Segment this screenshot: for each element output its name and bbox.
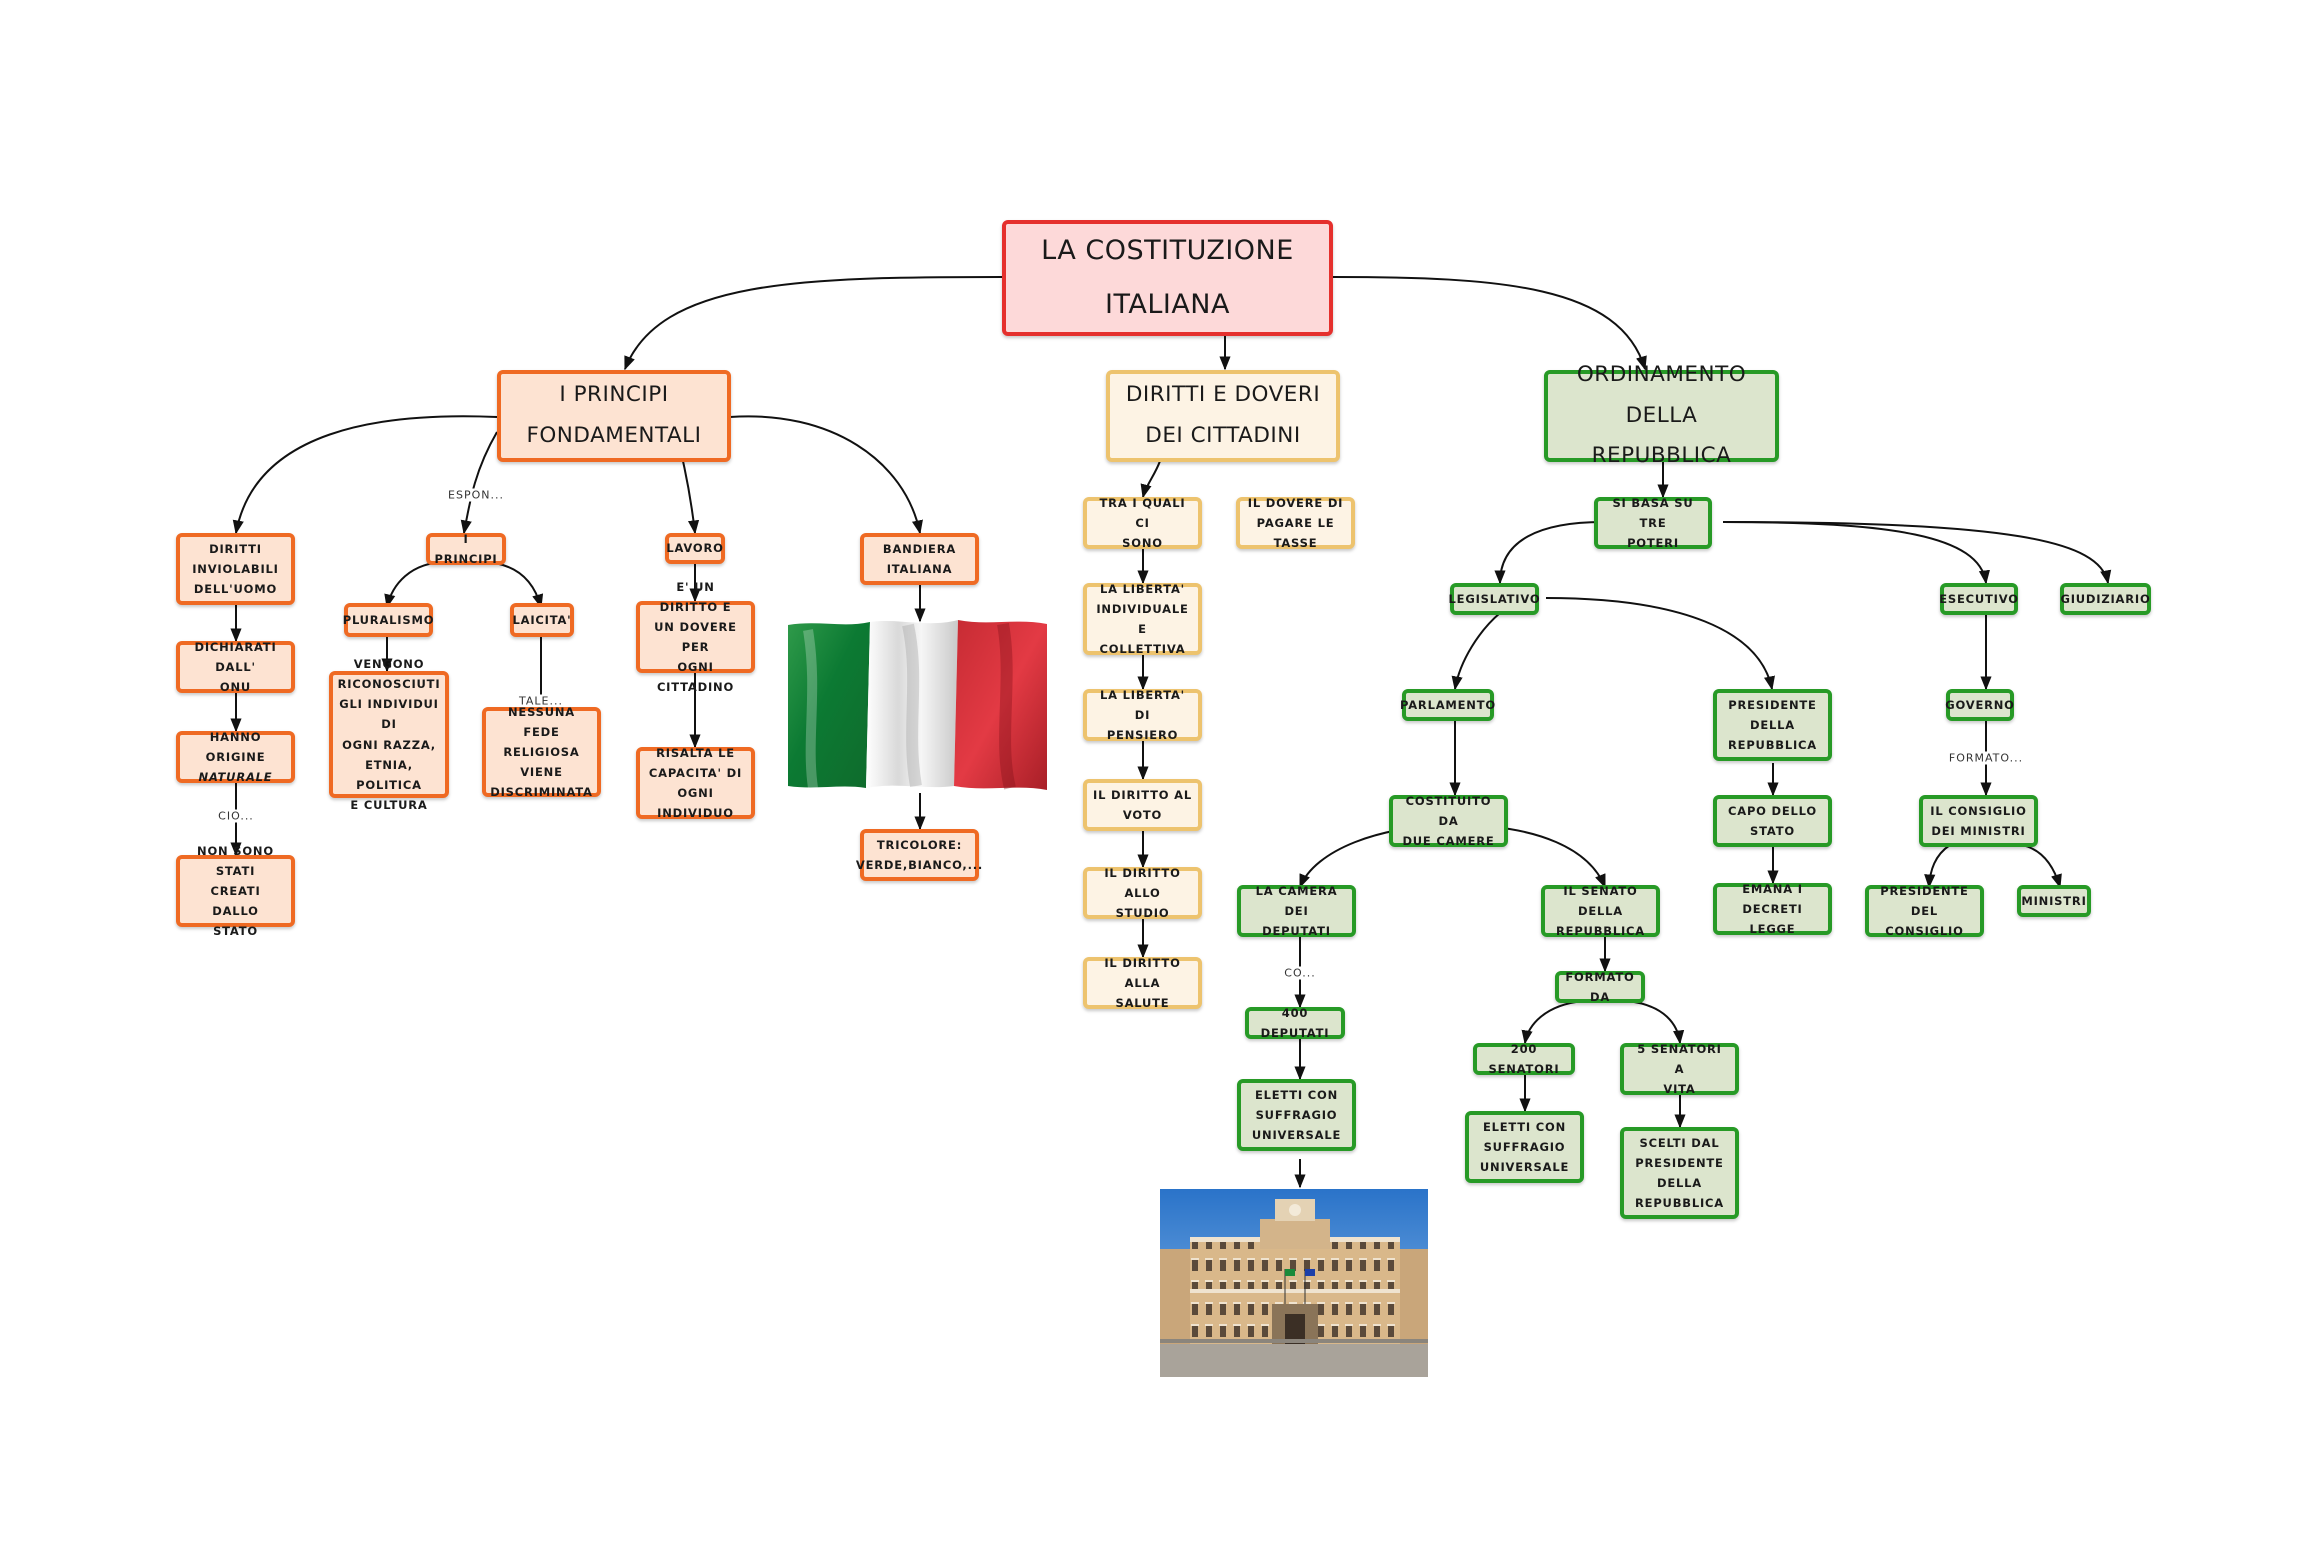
eletti-camera-node[interactable]: ELETTI CON SUFFRAGIO UNIVERSALE xyxy=(1237,1079,1356,1151)
link-label-formato: FORMATO... xyxy=(1945,751,2027,765)
diritto-dovere-node[interactable]: E' UN DIRITTO E UN DOVERE PER OGNI CITTA… xyxy=(636,580,755,694)
italian-flag-image xyxy=(788,620,1047,790)
senatori-200-node[interactable]: 200 SENATORI xyxy=(1473,1042,1575,1076)
link-label-tale: TALE... xyxy=(516,694,566,708)
tasse-node[interactable]: IL DOVERE DI PAGARE LE TASSE xyxy=(1236,496,1355,550)
montecitorio-palace-image xyxy=(1160,1189,1428,1377)
root-node[interactable]: LA COSTITUZIONE ITALIANA xyxy=(1002,220,1333,336)
link-label-espon: ESPON... xyxy=(445,488,507,502)
senatori-vita-node[interactable]: 5 SENATORI A VITA xyxy=(1620,1042,1739,1096)
governo-node[interactable]: GOVERNO xyxy=(1945,689,2014,721)
giudiziario-node[interactable]: GIUDIZIARIO xyxy=(2060,583,2151,615)
tra-quali-node[interactable]: TRA I QUALI CI SONO xyxy=(1083,496,1202,550)
diritti-doveri-node[interactable]: DIRITTI E DOVERI DEI CITTADINI xyxy=(1106,370,1340,462)
liberta-pensiero-node[interactable]: LA LIBERTA' DI PENSIERO xyxy=(1083,688,1202,742)
laicita-node[interactable]: LAICITA' xyxy=(510,603,574,637)
ordinamento-node[interactable]: ORDINAMENTO DELLA REPUBBLICA xyxy=(1544,362,1779,468)
camera-deputati-node[interactable]: LA CAMERA DEI DEPUTATI xyxy=(1237,884,1356,938)
link-label-cio: CIO... xyxy=(215,809,257,823)
eletti-senato-node[interactable]: ELETTI CON SUFFRAGIO UNIVERSALE xyxy=(1465,1111,1584,1183)
esecutivo-node[interactable]: ESECUTIVO xyxy=(1939,583,2018,615)
riconosciuti-node[interactable]: VENGONO RICONOSCIUTI GLI INDIVIDUI DI OG… xyxy=(329,657,449,812)
deputati-400-node[interactable]: 400 DEPUTATI xyxy=(1245,1006,1345,1040)
liberta-individuale-node[interactable]: LA LIBERTA' INDIVIDUALE E COLLETTIVA xyxy=(1083,582,1202,656)
consiglio-ministri-node[interactable]: IL CONSIGLIO DEI MINISTRI xyxy=(1919,795,2038,847)
bandiera-node[interactable]: BANDIERA ITALIANA xyxy=(860,533,979,585)
diritto-salute-node[interactable]: IL DIRITTO ALLA SALUTE xyxy=(1083,956,1202,1010)
parlamento-node[interactable]: PARLAMENTO xyxy=(1400,689,1495,721)
formato-da-node[interactable]: FORMATO DA xyxy=(1555,970,1645,1004)
legislativo-node[interactable]: LEGISLATIVO xyxy=(1449,583,1540,615)
i-principi-node[interactable]: I PRINCIPI xyxy=(426,532,506,566)
pluralismo-node[interactable]: PLURALISMO xyxy=(343,603,433,637)
non-stati-node[interactable]: NON SONO STATI CREATI DALLO STATO xyxy=(176,844,295,938)
diritto-studio-node[interactable]: IL DIRITTO ALLO STUDIO xyxy=(1083,866,1202,920)
nessuna-fede-node[interactable]: NESSUNA FEDE RELIGIOSA VIENE DISCRIMINAT… xyxy=(482,705,601,799)
tre-poteri-node[interactable]: SI BASA SU TRE POTERI xyxy=(1594,496,1712,550)
link-label-co: CO... xyxy=(1281,966,1319,980)
senato-node[interactable]: IL SENATO DELLA REPUBBLICA xyxy=(1541,884,1660,938)
due-camere-node[interactable]: COSTITUITO DA DUE CAMERE xyxy=(1389,794,1508,848)
ministri-node[interactable]: MINISTRI xyxy=(2017,885,2091,917)
risalta-node[interactable]: RISALTA LE CAPACITA' DI OGNI INDIVIDUO xyxy=(636,746,755,820)
dichiarati-onu-node[interactable]: DICHIARATI DALL' ONU xyxy=(176,640,295,694)
diritto-voto-node[interactable]: IL DIRITTO AL VOTO xyxy=(1083,779,1202,831)
presidente-consiglio-node[interactable]: PRESIDENTE DEL CONSIGLIO xyxy=(1865,884,1984,938)
presidente-repubblica-node[interactable]: PRESIDENTE DELLA REPUBBLICA xyxy=(1713,689,1832,761)
decreti-legge-node[interactable]: EMANA I DECRETI LEGGE xyxy=(1713,882,1832,936)
tricolore-node[interactable]: TRICOLORE: VERDE,BIANCO,... xyxy=(856,829,982,881)
principi-node[interactable]: I PRINCIPI FONDAMENTALI xyxy=(497,370,731,462)
lavoro-node[interactable]: LAVORO xyxy=(665,533,725,564)
diritti-inviolabili-node[interactable]: DIRITTI INVIOLABILI DELL'UOMO xyxy=(176,533,295,605)
scelti-presidente-node[interactable]: SCELTI DAL PRESIDENTE DELLA REPUBBLICA xyxy=(1620,1127,1739,1219)
capo-stato-node[interactable]: CAPO DELLO STATO xyxy=(1713,795,1832,847)
